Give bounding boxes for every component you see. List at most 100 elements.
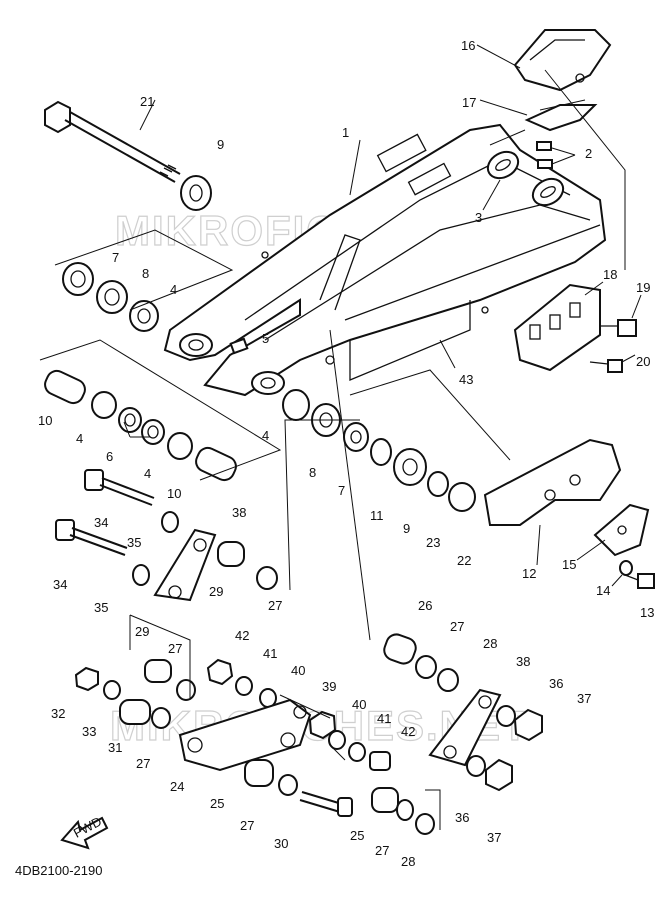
svg-text:27: 27 [240,818,254,833]
part-labels: 1 2 3 4 4 4 4 5 6 7 7 8 8 9 9 10 10 11 1… [38,38,654,869]
collar-26-group [383,633,459,692]
bolt-34-lower [55,519,128,556]
svg-text:28: 28 [401,854,415,869]
svg-text:8: 8 [142,266,149,281]
svg-text:4: 4 [262,428,269,443]
swingarm [163,123,607,397]
fastener-group-upper [206,658,277,708]
chain-guide-17 [524,104,598,132]
nut-37-upper [513,708,543,742]
screw-20 [589,359,623,373]
svg-text:2: 2 [585,146,592,161]
relay-rod-38-left [153,528,217,602]
forward-arrow-icon: FWD [60,814,109,850]
svg-text:33: 33 [82,724,96,739]
svg-text:4: 4 [144,466,151,481]
screw-19 [600,319,637,337]
collar-25-left [244,759,274,787]
svg-text:17: 17 [462,95,476,110]
svg-text:19: 19 [636,280,650,295]
chain-slider-18 [513,283,601,372]
svg-text:7: 7 [338,483,345,498]
svg-text:38: 38 [516,654,530,669]
svg-text:26: 26 [418,598,432,613]
seal-27-b [176,679,196,701]
svg-text:37: 37 [577,691,591,706]
bolt-34-upper [84,469,155,506]
bracket-12 [483,438,622,526]
svg-text:16: 16 [461,38,475,53]
seal-27-d [278,774,298,796]
svg-text:15: 15 [562,557,576,572]
svg-text:42: 42 [401,724,415,739]
svg-text:4: 4 [170,282,177,297]
chain-adjuster-plates [486,150,565,207]
pivot-shaft-21 [44,100,181,183]
svg-text:32: 32 [51,706,65,721]
svg-text:37: 37 [487,830,501,845]
svg-text:27: 27 [268,598,282,613]
svg-text:29: 29 [209,584,223,599]
svg-text:24: 24 [170,779,184,794]
washer-36-lower [466,755,486,777]
svg-text:7: 7 [112,250,119,265]
svg-text:41: 41 [377,711,391,726]
svg-text:9: 9 [403,521,410,536]
svg-text:38: 38 [232,505,246,520]
svg-text:36: 36 [455,810,469,825]
seal-27-e [396,799,414,821]
svg-text:3: 3 [475,210,482,225]
seal-27-upper [256,566,278,590]
washer-35-lower [132,564,150,586]
svg-text:21: 21 [140,94,154,109]
bolt-5 [229,337,249,355]
svg-text:36: 36 [549,676,563,691]
svg-text:9: 9 [217,137,224,152]
svg-text:22: 22 [457,553,471,568]
bolts-2 [536,141,553,169]
washer-36-upper [496,705,516,727]
svg-text:5: 5 [262,331,269,346]
svg-text:14: 14 [596,583,610,598]
svg-text:12: 12 [522,566,536,581]
pivot-stack-right [282,389,476,512]
svg-text:39: 39 [322,679,336,694]
svg-text:23: 23 [426,535,440,550]
svg-text:30: 30 [274,836,288,851]
svg-text:11: 11 [370,508,384,523]
svg-text:1: 1 [342,125,349,140]
svg-text:40: 40 [352,697,366,712]
svg-text:25: 25 [350,828,364,843]
oil-seal-9-top [180,175,212,211]
svg-text:27: 27 [136,756,150,771]
svg-text:4: 4 [76,431,83,446]
svg-text:25: 25 [210,796,224,811]
svg-text:40: 40 [291,663,305,678]
washer-35-upper [161,511,179,533]
collar-29-lower [144,659,172,683]
svg-text:41: 41 [263,646,277,661]
bolt-32 [74,666,99,692]
washer-14 [619,560,633,576]
guard-15 [593,503,650,557]
svg-text:18: 18 [603,267,617,282]
svg-text:34: 34 [94,515,108,530]
svg-text:27: 27 [375,843,389,858]
nut-37-lower [485,758,513,792]
svg-text:27: 27 [450,619,464,634]
svg-text:35: 35 [94,600,108,615]
catalog-code: 4DB2100-2190 [15,863,102,878]
bolt-30 [299,791,353,817]
svg-text:13: 13 [640,605,654,620]
collar-25-right [371,787,399,813]
collar-29-upper [217,541,245,567]
svg-text:29: 29 [135,624,149,639]
collar-group-left [44,369,237,482]
collar-31 [119,699,151,725]
chain-guide-16 [513,29,612,92]
seal-27-c [151,707,171,729]
washer-28-lower [415,813,435,835]
bearing-stack-left [62,262,159,332]
relay-rod-38-right [428,688,502,767]
svg-text:6: 6 [106,449,113,464]
